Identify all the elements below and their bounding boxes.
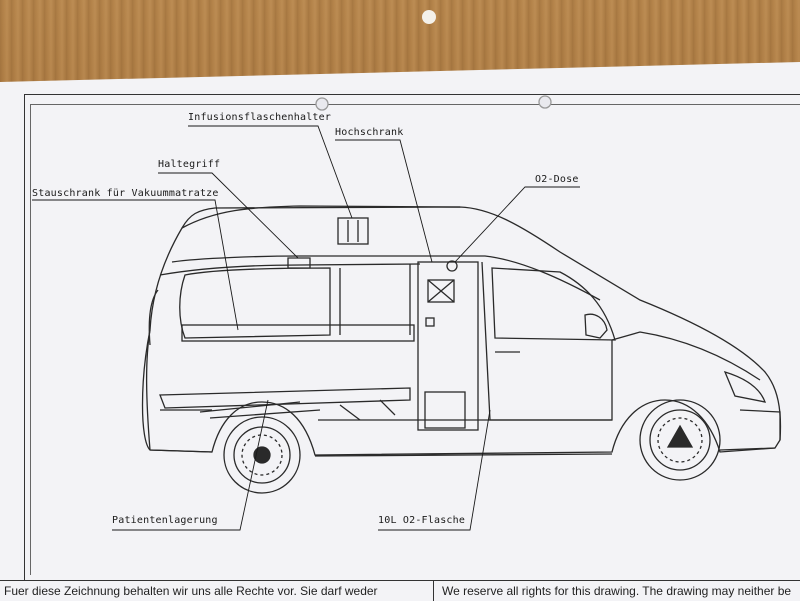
- roof-line: [181, 205, 461, 229]
- hood: [611, 331, 761, 381]
- roof-inner-line: [171, 255, 601, 301]
- side-door: [417, 261, 479, 431]
- leader-o2-dose: [454, 186, 580, 263]
- grab-handle: [287, 257, 311, 269]
- o2-panel: [427, 279, 455, 303]
- label-patient: Patientenlagerung: [112, 515, 218, 526]
- leader-infusion: [188, 125, 353, 219]
- punch-hole: [422, 10, 436, 24]
- leader-stauschrank: [32, 199, 239, 331]
- belt-line: [159, 263, 421, 276]
- stowage-cabinet: [181, 324, 415, 342]
- footer: Fuer diese Zeichnung behalten wir uns al…: [0, 580, 800, 601]
- leader-o2-flasche: [378, 409, 491, 531]
- bottom-line: [149, 447, 776, 457]
- headlight: [723, 370, 766, 403]
- front-bumper: [739, 409, 781, 440]
- van-body-outline: [141, 206, 782, 456]
- paper-sheet: [0, 62, 800, 600]
- sheet-hole-right: [538, 95, 552, 109]
- label-infusion: Infusionsflaschenhalter: [188, 112, 332, 123]
- label-hochschrank: Hochschrank: [335, 127, 404, 138]
- footer-divider: [433, 581, 434, 601]
- o2-bottle-compartment: [424, 391, 466, 429]
- leader-patient: [112, 399, 269, 531]
- label-haltegriff: Haltegriff: [158, 159, 221, 170]
- infusion-holder: [337, 217, 369, 245]
- front-wheel: [639, 399, 721, 481]
- leader-hochschrank: [335, 139, 433, 263]
- label-o2-flasche: 10L O2-Flasche: [378, 515, 466, 526]
- sheet-hole-left: [315, 97, 329, 111]
- rear-window: [179, 267, 331, 339]
- front-door: [481, 261, 613, 421]
- mirror: [584, 313, 608, 339]
- stretcher: [159, 387, 411, 409]
- footer-rights-english: We reserve all rights for this drawing. …: [442, 584, 792, 598]
- rear-end: [145, 329, 151, 451]
- leader-haltegriff: [158, 172, 299, 259]
- footer-rights-german: Fuer diese Zeichnung behalten wir uns al…: [4, 584, 378, 598]
- label-o2-dose: O2-Dose: [535, 174, 579, 185]
- drawing-inner-frame: [30, 104, 800, 575]
- front-window: [491, 267, 616, 341]
- label-stauschrank: Stauschrank für Vakuummatratze: [32, 188, 219, 199]
- o2-socket: [446, 260, 458, 272]
